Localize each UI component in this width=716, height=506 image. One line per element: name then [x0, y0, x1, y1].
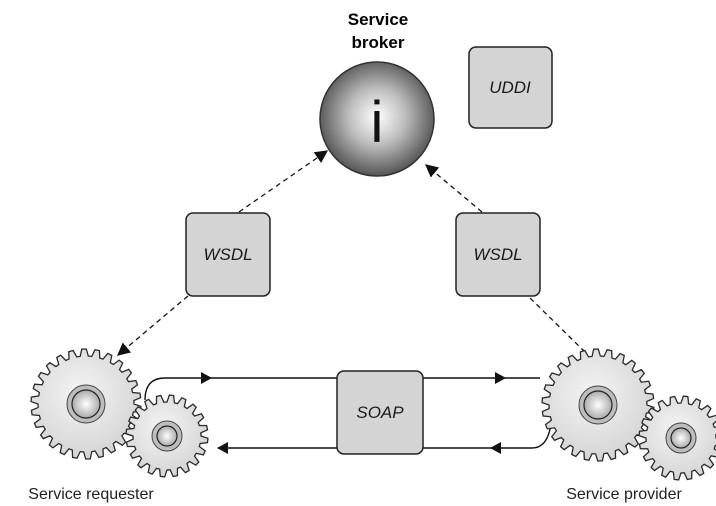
broker-glyph: i	[371, 90, 384, 155]
broker-title-line1: Service	[348, 10, 409, 29]
info-sphere-icon: i	[319, 61, 435, 177]
service-provider-label: Service provider	[566, 486, 682, 503]
broker-title-line2: broker	[352, 33, 405, 52]
soap-arrow-2	[495, 372, 506, 384]
soap-label: SOAP	[356, 403, 404, 422]
dashed-arrow-wsdl-right-to-broker	[425, 164, 483, 213]
gear-hole	[583, 390, 613, 420]
dashed-arrow-wsdl-left-to-broker	[238, 150, 329, 213]
wsdl-right-box: WSDL	[455, 212, 541, 297]
uddi-label: UDDI	[489, 78, 531, 97]
gear-hole	[71, 389, 101, 419]
soap-arrow-1	[201, 372, 212, 384]
wsdl-left-box: WSDL	[185, 212, 271, 297]
soap-request-line	[144, 377, 540, 401]
requester-gears-icon	[30, 348, 209, 478]
dashed-arrow-wsdl-left-to-requester	[117, 295, 189, 356]
uddi-box: UDDI	[468, 46, 553, 129]
soap-arrow-3	[490, 442, 501, 454]
soap-box: SOAP	[336, 370, 424, 455]
dashed-line-provider-to-wsdl-right	[527, 295, 586, 353]
gear-hole	[670, 427, 692, 449]
wsdl-right-label: WSDL	[473, 245, 522, 264]
wsdl-left-label: WSDL	[203, 245, 252, 264]
soap-arrow-4	[217, 442, 228, 454]
provider-gears-icon	[541, 348, 716, 481]
gear-hole	[156, 425, 178, 447]
service-requester-label: Service requester	[28, 486, 154, 503]
